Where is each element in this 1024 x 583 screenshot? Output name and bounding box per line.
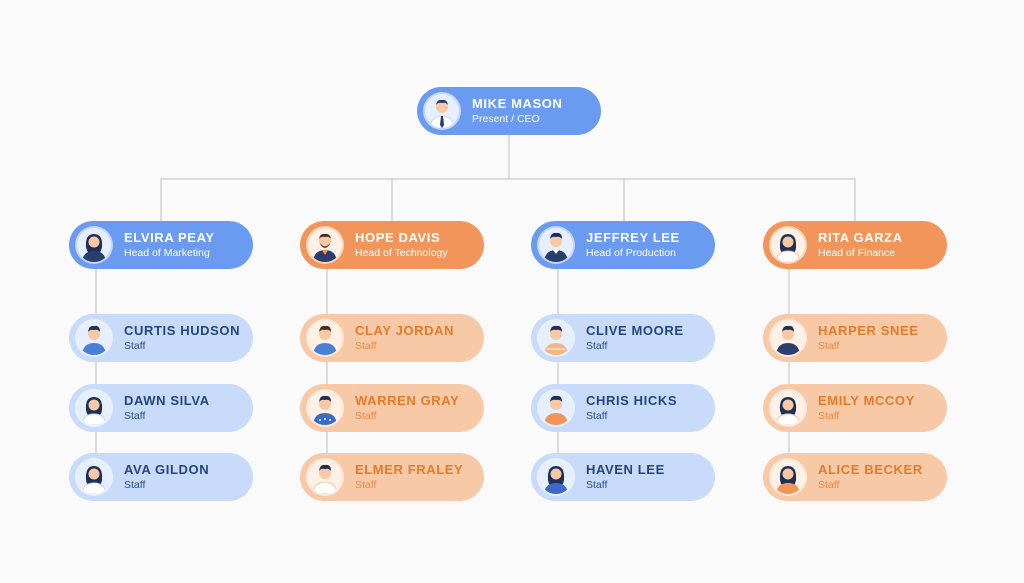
- woman-avatar-icon: [77, 460, 111, 494]
- staff-role: Staff: [586, 410, 608, 422]
- man-avatar-icon: [539, 321, 573, 355]
- staff-name: ALICE BECKER: [818, 462, 923, 477]
- head-name: HOPE DAVIS: [355, 230, 441, 245]
- head-name: ELVIRA PEAY: [124, 230, 215, 245]
- woman-avatar-icon: [771, 460, 805, 494]
- man-avatar-icon: [308, 460, 342, 494]
- staff-name: WARREN GRAY: [355, 393, 460, 408]
- staff-card[interactable]: CHRIS HICKS Staff: [531, 384, 715, 432]
- head-role: Head of Finance: [818, 247, 896, 259]
- staff-role: Staff: [355, 410, 377, 422]
- staff-name: HARPER SNEE: [818, 323, 919, 338]
- man-beard-avatar-icon: [308, 228, 342, 262]
- head-role: Head of Technology: [355, 247, 448, 259]
- ceo-name: MIKE MASON: [472, 96, 563, 111]
- staff-role: Staff: [355, 340, 377, 352]
- ceo-card[interactable]: MIKE MASON Present / CEO: [417, 87, 601, 135]
- head-name: JEFFREY LEE: [586, 230, 680, 245]
- head-role: Head of Production: [586, 247, 676, 259]
- staff-card[interactable]: AVA GILDON Staff: [69, 453, 253, 501]
- ceo-role: Present / CEO: [472, 113, 540, 125]
- staff-role: Staff: [124, 340, 146, 352]
- staff-card[interactable]: ALICE BECKER Staff: [763, 453, 947, 501]
- head-role: Head of Marketing: [124, 247, 210, 259]
- staff-role: Staff: [818, 340, 840, 352]
- staff-name: CLIVE MOORE: [586, 323, 684, 338]
- staff-card[interactable]: CLAY JORDAN Staff: [300, 314, 484, 362]
- staff-card[interactable]: ELMER FRALEY Staff: [300, 453, 484, 501]
- man-avatar-icon: [539, 391, 573, 425]
- staff-name: CHRIS HICKS: [586, 393, 678, 408]
- man-avatar-icon: [771, 321, 805, 355]
- staff-name: CURTIS HUDSON: [124, 323, 241, 338]
- staff-name: DAWN SILVA: [124, 393, 210, 408]
- head-name: RITA GARZA: [818, 230, 903, 245]
- staff-card[interactable]: WARREN GRAY Staff: [300, 384, 484, 432]
- man-avatar-icon: [539, 228, 573, 262]
- man-avatar-icon: [77, 321, 111, 355]
- woman-avatar-icon: [771, 391, 805, 425]
- staff-card[interactable]: HARPER SNEE Staff: [763, 314, 947, 362]
- staff-card[interactable]: EMILY MCCOY Staff: [763, 384, 947, 432]
- woman-avatar-icon: [77, 228, 111, 262]
- staff-card[interactable]: CURTIS HUDSON Staff: [69, 314, 253, 362]
- staff-name: CLAY JORDAN: [355, 323, 455, 338]
- head-card-marketing[interactable]: ELVIRA PEAY Head of Marketing: [69, 221, 253, 269]
- staff-card[interactable]: DAWN SILVA Staff: [69, 384, 253, 432]
- staff-role: Staff: [818, 410, 840, 422]
- staff-card[interactable]: HAVEN LEE Staff: [531, 453, 715, 501]
- staff-card[interactable]: CLIVE MOORE Staff: [531, 314, 715, 362]
- staff-role: Staff: [355, 479, 377, 491]
- man-tie-avatar-icon: [425, 94, 459, 128]
- staff-role: Staff: [586, 340, 608, 352]
- staff-name: HAVEN LEE: [586, 462, 665, 477]
- staff-name: ELMER FRALEY: [355, 462, 464, 477]
- woman-avatar-icon: [539, 460, 573, 494]
- staff-name: AVA GILDON: [124, 462, 210, 477]
- man-avatar-icon: [308, 321, 342, 355]
- woman-avatar-icon: [77, 391, 111, 425]
- staff-name: EMILY MCCOY: [818, 393, 915, 408]
- man-avatar-icon: [308, 391, 342, 425]
- head-card-production[interactable]: JEFFREY LEE Head of Production: [531, 221, 715, 269]
- staff-role: Staff: [586, 479, 608, 491]
- head-card-technology[interactable]: HOPE DAVIS Head of Technology: [300, 221, 484, 269]
- staff-role: Staff: [818, 479, 840, 491]
- head-card-finance[interactable]: RITA GARZA Head of Finance: [763, 221, 947, 269]
- woman-avatar-icon: [771, 228, 805, 262]
- staff-role: Staff: [124, 410, 146, 422]
- staff-role: Staff: [124, 479, 146, 491]
